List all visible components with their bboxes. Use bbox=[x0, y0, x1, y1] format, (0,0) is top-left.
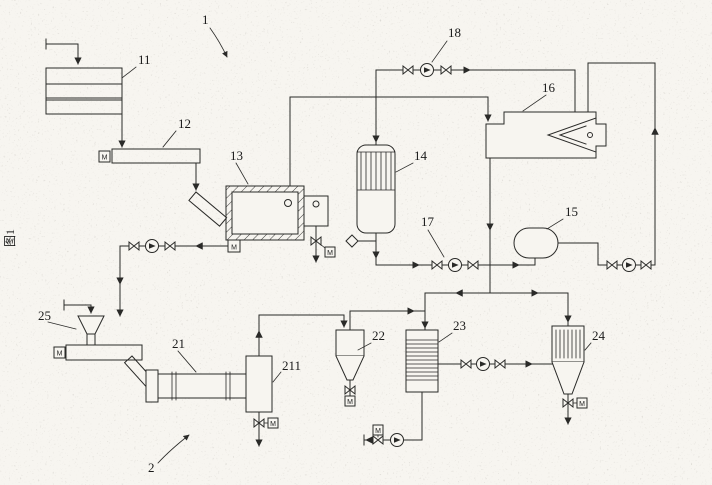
pump-icon bbox=[476, 357, 490, 371]
pump-18-icon bbox=[420, 63, 434, 77]
motor-label: M bbox=[327, 250, 333, 257]
burner-tip-icon bbox=[587, 132, 593, 138]
pump-icon bbox=[622, 258, 636, 272]
riding-rings bbox=[171, 371, 231, 401]
motor-label: M bbox=[102, 155, 108, 162]
belt-conveyor-12: M bbox=[98, 148, 201, 164]
discharge-port-icon bbox=[312, 200, 320, 208]
motor-label: M bbox=[579, 401, 585, 408]
rotary-dryer-21 bbox=[145, 369, 247, 403]
heat-exchanger-23: M bbox=[372, 329, 439, 436]
ref-label-211: 211 bbox=[282, 358, 301, 373]
motor-box bbox=[267, 417, 279, 429]
motor-box bbox=[53, 346, 66, 359]
ref-label-21: 21 bbox=[172, 336, 185, 351]
motor-box bbox=[344, 395, 356, 407]
buffer-tank-15 bbox=[513, 227, 559, 259]
bag-filter-24: M bbox=[551, 325, 588, 409]
motor-box bbox=[372, 424, 384, 436]
screw-feeder-11 bbox=[45, 67, 123, 115]
dryer-head bbox=[145, 369, 159, 403]
ref-label-14: 14 bbox=[414, 148, 428, 163]
ref-label-23: 23 bbox=[453, 318, 466, 333]
leader-lines bbox=[47, 27, 592, 464]
burner-cone-outer bbox=[546, 117, 597, 153]
condenser-14 bbox=[356, 144, 396, 234]
pipe-tank15-out bbox=[555, 242, 599, 266]
leader-arrow-2 bbox=[157, 434, 190, 464]
pipe-feed-11 bbox=[45, 43, 79, 55]
pump-17-icon bbox=[448, 258, 462, 272]
ref-label-16: 16 bbox=[542, 80, 556, 95]
motor-label: M bbox=[231, 245, 237, 252]
ref-label-1: 1 bbox=[202, 12, 209, 27]
dryer-shell bbox=[157, 373, 247, 399]
burner-cone-inner bbox=[558, 125, 587, 145]
motor-label: M bbox=[270, 421, 276, 428]
leader-arrow-1 bbox=[209, 27, 228, 58]
combustion-chamber-16 bbox=[485, 111, 607, 159]
motor-box bbox=[576, 397, 588, 409]
cyclone-22: M bbox=[335, 329, 365, 407]
pipe-kiln-vapor bbox=[289, 96, 489, 187]
motor-label: M bbox=[347, 399, 353, 406]
reference-labels: 1 2 11 12 13 14 15 16 17 18 21 211 22 23… bbox=[38, 12, 606, 475]
ref-label-11: 11 bbox=[138, 52, 151, 67]
rotary-kiln-13: M M bbox=[188, 185, 336, 258]
ref-label-12: 12 bbox=[178, 116, 191, 131]
ref-label-2: 2 bbox=[148, 460, 155, 475]
ref-label-25: 25 bbox=[38, 308, 51, 323]
ref-label-22: 22 bbox=[372, 328, 385, 343]
motor-label: M bbox=[375, 428, 381, 435]
pipe-right-riser bbox=[587, 62, 656, 266]
pump-icon bbox=[390, 433, 404, 447]
ref-label-18: 18 bbox=[448, 25, 461, 40]
screw-feeder-25: M bbox=[53, 315, 156, 389]
figure-caption: 图1 bbox=[3, 229, 17, 247]
motor-box bbox=[227, 239, 241, 253]
motor-box bbox=[324, 246, 336, 258]
dryer-outlet-211: M bbox=[245, 355, 279, 429]
pump-icon bbox=[145, 239, 159, 253]
ref-label-24: 24 bbox=[592, 328, 606, 343]
instrument-diamond-icon bbox=[345, 234, 359, 248]
ref-label-17: 17 bbox=[421, 214, 435, 229]
kiln-feed-chute bbox=[188, 191, 228, 227]
ref-label-15: 15 bbox=[565, 204, 578, 219]
motor-box bbox=[98, 150, 111, 163]
kiln-journal-icon bbox=[284, 199, 292, 207]
motor-label: M bbox=[57, 351, 63, 358]
ref-label-13: 13 bbox=[230, 148, 243, 163]
